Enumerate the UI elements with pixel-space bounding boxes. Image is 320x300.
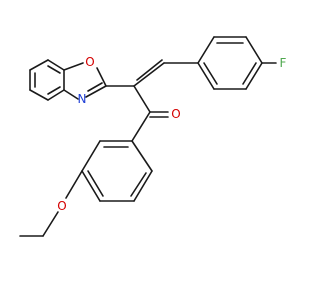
ethoxyphenyl-ring [19,111,153,237]
ether-oxygen-label: O [57,199,66,213]
benzoxazole-benzene-ring [29,59,65,101]
oxazole-nitrogen-label: N [78,92,87,106]
carbonyl-oxygen-label: O [171,107,180,121]
enone-linker [105,59,169,118]
oxazole-oxygen-label: O [85,55,94,69]
structure-canvas: O N O O F [19,36,287,237]
oxazole-ring [63,62,107,100]
fluorophenyl-ring [163,36,277,90]
fluorine-label: F [280,56,287,70]
molecule-drawing: O N O O F [19,36,287,237]
